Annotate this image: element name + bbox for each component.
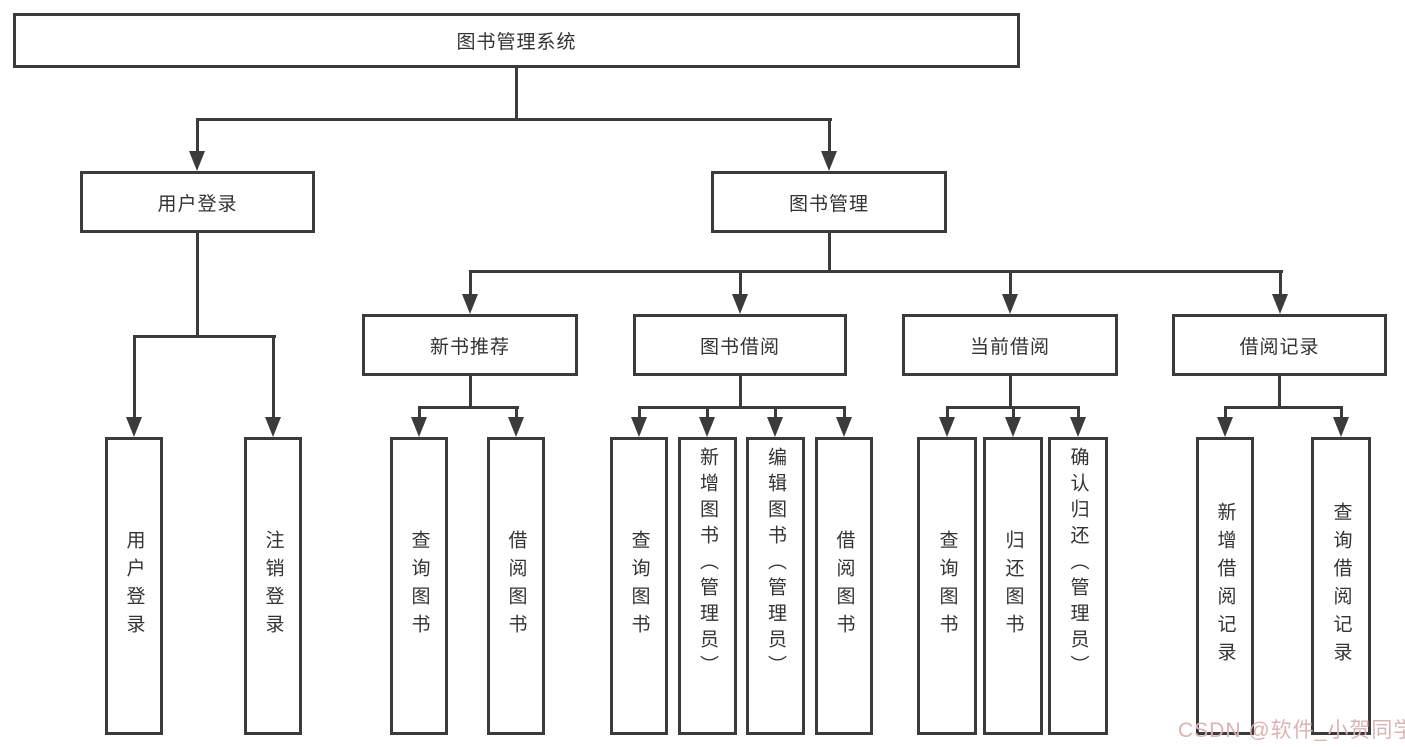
- connector-root-stem: [515, 68, 518, 121]
- connector-drop: [1340, 406, 1343, 420]
- arrow-down-icon: [939, 417, 955, 437]
- connector-drop: [515, 406, 518, 420]
- leaf-query-books-current: 查询图书: [917, 437, 977, 735]
- connector-drop: [843, 406, 846, 420]
- leaf-label: 归还图书: [1002, 530, 1024, 642]
- connector-drop: [638, 406, 641, 420]
- leaf-label: 查询借阅记录: [1330, 502, 1352, 670]
- arrow-down-icon: [265, 417, 281, 437]
- leaf-edit-books-admin: 编辑图书（管理员）: [746, 437, 805, 735]
- leaf-query-borrow-record: 查询借阅记录: [1311, 437, 1371, 735]
- arrow-down-icon: [411, 417, 427, 437]
- connector-drop: [418, 406, 421, 420]
- leaf-borrow-books: 借阅图书: [815, 437, 873, 735]
- connector-stem: [196, 233, 199, 337]
- leaf-confirm-return-admin: 确认归还（管理员）: [1048, 437, 1108, 735]
- arrow-down-icon: [699, 417, 715, 437]
- leaf-query-books-recommend: 查询图书: [390, 437, 448, 735]
- arrow-down-icon: [732, 294, 748, 314]
- arrow-down-icon: [631, 417, 647, 437]
- connector-stem: [469, 376, 472, 409]
- arrow-down-icon: [1272, 294, 1288, 314]
- connector-drop: [1224, 406, 1227, 420]
- leaf-borrow-books-recommend: 借阅图书: [487, 437, 545, 735]
- node-new-book-recommendation: 新书推荐: [362, 314, 578, 376]
- connector-drop: [774, 406, 777, 420]
- csdn-watermark: CSDN @软件_小贺同学: [1178, 719, 1405, 742]
- arrow-down-icon: [1002, 294, 1018, 314]
- node-label: 图书管理系统: [456, 32, 577, 53]
- leaf-add-borrow-record: 新增借阅记录: [1196, 437, 1254, 735]
- node-label: 借阅记录: [1239, 336, 1320, 358]
- connector-drop: [946, 406, 949, 420]
- connector-stem: [1009, 376, 1012, 409]
- arrow-down-icon: [508, 417, 524, 437]
- connector-drop: [272, 335, 275, 419]
- leaf-label: 查询图书: [408, 530, 430, 642]
- connector-drop: [828, 118, 831, 153]
- connector-rail: [133, 335, 276, 338]
- node-label: 图书管理: [788, 193, 869, 215]
- arrow-down-icon: [836, 417, 852, 437]
- node-library-management-system: 图书管理系统: [13, 13, 1020, 68]
- connector-stem: [1278, 376, 1281, 409]
- connector-stem: [828, 233, 831, 273]
- connector-drop: [196, 118, 199, 153]
- leaf-label: 确认归还（管理员）: [1067, 447, 1089, 681]
- leaf-query-books-borrowing: 查询图书: [610, 437, 668, 735]
- node-borrowing-records: 借阅记录: [1172, 314, 1387, 376]
- leaf-label: 借阅图书: [505, 530, 527, 642]
- connector-drop: [739, 270, 742, 298]
- arrow-down-icon: [462, 294, 478, 314]
- arrow-down-icon: [1333, 417, 1349, 437]
- leaf-label: 新增图书（管理员）: [697, 447, 718, 681]
- leaf-label: 用户登录: [123, 530, 145, 642]
- connector-rail: [638, 406, 846, 409]
- connector-rail: [1224, 406, 1343, 409]
- arrow-down-icon: [1005, 417, 1021, 437]
- arrow-down-icon: [767, 417, 783, 437]
- arrow-down-icon: [1217, 417, 1233, 437]
- leaf-label: 注销登录: [262, 530, 284, 642]
- leaf-add-books-admin: 新增图书（管理员）: [678, 437, 737, 735]
- node-book-borrowing: 图书借阅: [633, 314, 847, 376]
- arrow-down-icon: [821, 151, 837, 171]
- leaf-user-login: 用户登录: [105, 437, 163, 735]
- arrow-down-icon: [189, 151, 205, 171]
- arrow-down-icon: [1070, 417, 1086, 437]
- node-label: 当前借阅: [969, 336, 1050, 358]
- leaf-label: 借阅图书: [833, 530, 855, 642]
- connector-root-rail: [196, 118, 832, 121]
- leaf-label: 新增借阅记录: [1214, 502, 1236, 670]
- leaf-label: 查询图书: [936, 530, 958, 642]
- arrow-down-icon: [126, 417, 142, 437]
- connector-stem: [739, 376, 742, 409]
- node-label: 用户登录: [157, 193, 238, 215]
- node-book-management: 图书管理: [711, 171, 947, 233]
- connector-rail: [418, 406, 519, 409]
- leaf-label: 编辑图书（管理员）: [765, 447, 786, 681]
- leaf-return-books: 归还图书: [983, 437, 1043, 735]
- connector-rail: [469, 270, 1283, 273]
- connector-drop: [469, 270, 472, 298]
- connector-drop: [1077, 406, 1080, 420]
- connector-drop: [1009, 270, 1012, 298]
- node-label: 图书借阅: [699, 336, 780, 358]
- connector-drop: [706, 406, 709, 420]
- node-current-borrowing: 当前借阅: [902, 314, 1118, 376]
- node-user-login: 用户登录: [80, 171, 315, 233]
- node-label: 新书推荐: [429, 336, 510, 358]
- leaf-label: 查询图书: [628, 530, 650, 642]
- connector-drop: [1279, 270, 1282, 298]
- connector-drop: [133, 335, 136, 419]
- leaf-logout: 注销登录: [244, 437, 302, 735]
- connector-drop: [1012, 406, 1015, 420]
